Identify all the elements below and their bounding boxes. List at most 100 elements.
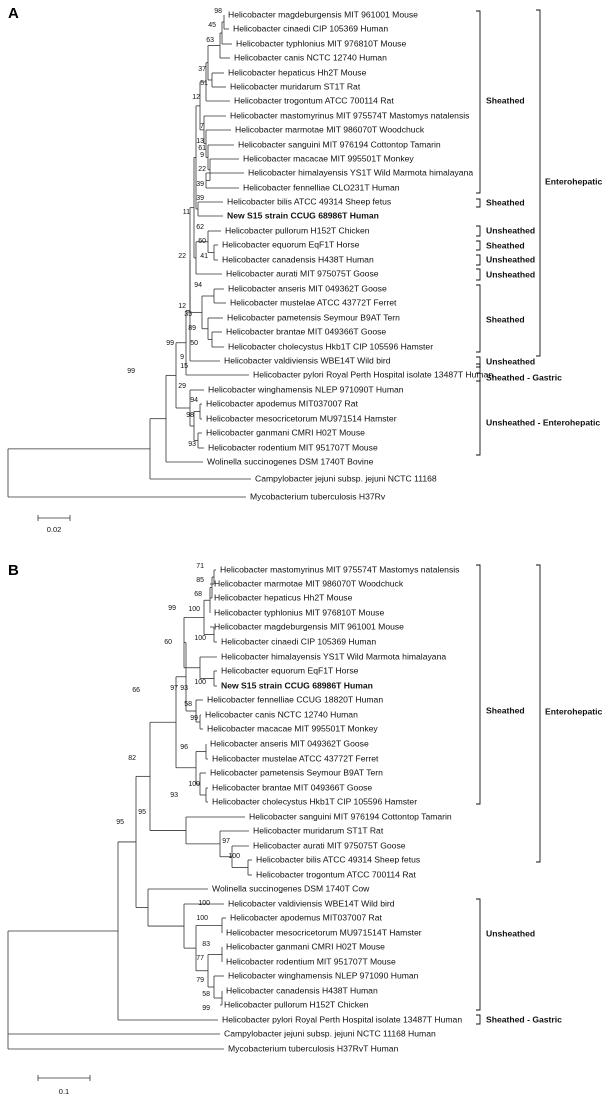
bootstrap-value: 99 [168, 605, 176, 612]
taxon-label: Helicobacter rodentium MIT 951707T Mouse [226, 956, 396, 966]
taxon-label: Helicobacter muridarum ST1T Rat [230, 81, 361, 91]
bootstrap-value: 39 [196, 195, 204, 202]
bootstrap-value: 58 [184, 701, 192, 708]
taxon-label: Helicobacter apodemus MIT037007 Rat [230, 912, 383, 922]
bootstrap-value: 45 [208, 22, 216, 29]
taxon-label: Helicobacter aurati MIT 975075T Goose [253, 840, 406, 850]
bootstrap-value: 51 [200, 80, 208, 87]
bootstrap-value: 41 [200, 253, 208, 260]
taxon-label: Campylobacter jejuni subsp. jejuni NCTC … [224, 1028, 436, 1038]
taxon-label: Helicobacter pylori Royal Perth Hospital… [253, 369, 493, 379]
taxon-label: Helicobacter canis NCTC 12740 Human [234, 52, 387, 62]
taxon-label: New S15 strain CCUG 68986T Human [227, 210, 379, 220]
bootstrap-value: 22 [178, 253, 186, 260]
bootstrap-value: 82 [128, 755, 136, 762]
group-label: Enterohepatic [545, 706, 603, 716]
group-label: Sheathed [486, 705, 525, 715]
group-label: Sheathed [486, 95, 525, 105]
bootstrap-value: 66 [132, 687, 140, 694]
group-label: Sheathed [486, 240, 525, 250]
bootstrap-value: 63 [206, 37, 214, 44]
bootstrap-value: 71 [196, 563, 204, 570]
taxon-label: Helicobacter winghamensis NLEP 971090 Hu… [228, 970, 419, 980]
bootstrap-value: 99 [202, 1005, 210, 1012]
bootstrap-value: 37 [198, 66, 206, 73]
bootstrap-value: 93 [170, 792, 178, 799]
taxon-label: Helicobacter valdiviensis WBE14T Wild bi… [228, 898, 395, 908]
taxon-label: Helicobacter mastomyrinus MIT 975574T Ma… [230, 110, 469, 120]
taxon-label: Helicobacter pylori Royal Perth Hospital… [222, 1014, 462, 1024]
taxon-label: Helicobacter rodentium MIT 951707T Mouse [208, 442, 378, 452]
group-label: Unsheathed [486, 928, 535, 938]
taxon-label: Helicobacter pametensis Seymour B9AT Ter… [210, 767, 383, 777]
taxon-label: Mycobacterium tuberculosis H37RvT Human [228, 1043, 399, 1053]
group-label: Unsheathed [486, 269, 535, 279]
taxon-label: Helicobacter trogontum ATCC 700114 Rat [256, 869, 416, 879]
taxon-label: Helicobacter cholecystus Hkb1T CIP 10559… [212, 796, 417, 806]
bootstrap-value: 100 [188, 781, 200, 788]
taxon-label: Helicobacter bilis ATCC 49314 Sheep fetu… [256, 854, 420, 864]
bootstrap-values: 9845633751127961132239391162604122941235… [127, 8, 222, 448]
group-label: Unsheathed [486, 356, 535, 366]
bootstrap-value: 95 [116, 819, 124, 826]
taxon-label: Helicobacter cinaedi CIP 105369 Human [233, 23, 388, 33]
group-bracket [476, 363, 481, 456]
group-bracket [476, 198, 481, 208]
taxon-label: Helicobacter equorum EqF1T Horse [222, 239, 360, 249]
group-label: Enterohepatic [545, 176, 603, 186]
scale-bar-label: 0.1 [59, 1087, 69, 1096]
taxon-label: Helicobacter apodemus MIT037007 Rat [206, 398, 359, 408]
group-bracket [536, 564, 541, 863]
bootstrap-value: 39 [196, 181, 204, 188]
taxon-label: Helicobacter marmotae MIT 986070T Woodch… [235, 124, 425, 134]
bootstrap-value: 100 [198, 900, 210, 907]
taxon-label: Helicobacter hepaticus Hh2T Mouse [228, 67, 367, 77]
bootstrap-value: 98 [186, 412, 194, 419]
scale-bar-label: 0.02 [47, 525, 62, 534]
bootstrap-value: 100 [194, 635, 206, 642]
taxon-label: Helicobacter muridarum ST1T Rat [253, 825, 384, 835]
tree-branches [7, 569, 252, 1050]
taxon-label: Helicobacter mastomyrinus MIT 975574T Ma… [220, 564, 459, 574]
taxon-label: Helicobacter typhlonius MIT 976810T Mous… [214, 607, 384, 617]
scale-bar: 0.1 [37, 1075, 91, 1096]
bootstrap-value: 93 [188, 441, 196, 448]
bootstrap-value: 99 [166, 340, 174, 347]
bootstrap-value: 89 [188, 325, 196, 332]
bootstrap-value: 12 [192, 94, 200, 101]
bootstrap-value: 83 [202, 941, 210, 948]
taxon-label: Helicobacter ganmani CMRI H02T Mouse [206, 427, 365, 437]
taxon-label: Campylobacter jejuni subsp. jejuni NCTC … [255, 473, 437, 483]
bootstrap-value: 12 [178, 303, 186, 310]
taxon-label: Helicobacter marmotae MIT 986070T Woodch… [214, 578, 404, 588]
bootstrap-value: 11 [183, 209, 190, 216]
group-bracket [476, 268, 481, 281]
bootstrap-value: 15 [180, 363, 188, 370]
group-bracket [476, 1014, 481, 1025]
taxon-label: Helicobacter anseris MIT 049362T Goose [210, 738, 369, 748]
taxon-label: Helicobacter fennelliae CLO231T Human [243, 182, 400, 192]
bootstrap-value: 9 [180, 354, 184, 361]
group-label: Sheathed - Gastric [486, 372, 562, 382]
group-bracket [476, 564, 481, 805]
bootstrap-value: 85 [196, 577, 204, 584]
scale-bar: 0.02 [37, 515, 71, 534]
bootstrap-value: 50 [190, 340, 198, 347]
bootstrap-value: 96 [180, 744, 188, 751]
group-bracket [476, 254, 481, 266]
taxon-label: Mycobacterium tuberculosis H37Rv [250, 491, 386, 501]
panel-b-tree: Helicobacter mastomyrinus MIT 975574T Ma… [7, 562, 603, 1096]
bootstrap-value: 22 [198, 166, 206, 173]
taxon-label: Helicobacter aurati MIT 975075T Goose [226, 268, 379, 278]
taxon-label: Helicobacter macacae MIT 995501T Monkey [243, 153, 414, 163]
taxon-label: Wolinella succinogenes DSM 1740T Bovine [207, 456, 374, 466]
bootstrap-value: 60 [198, 238, 206, 245]
taxon-label: Helicobacter bilis ATCC 49314 Sheep fetu… [227, 196, 391, 206]
bootstrap-value: 60 [164, 639, 172, 646]
taxon-label: Helicobacter ganmani CMRI H02T Mouse [226, 941, 385, 951]
taxon-label: Helicobacter hepaticus Hh2T Mouse [214, 592, 353, 602]
taxon-label: Helicobacter macacae MIT 995501T Monkey [207, 723, 378, 733]
